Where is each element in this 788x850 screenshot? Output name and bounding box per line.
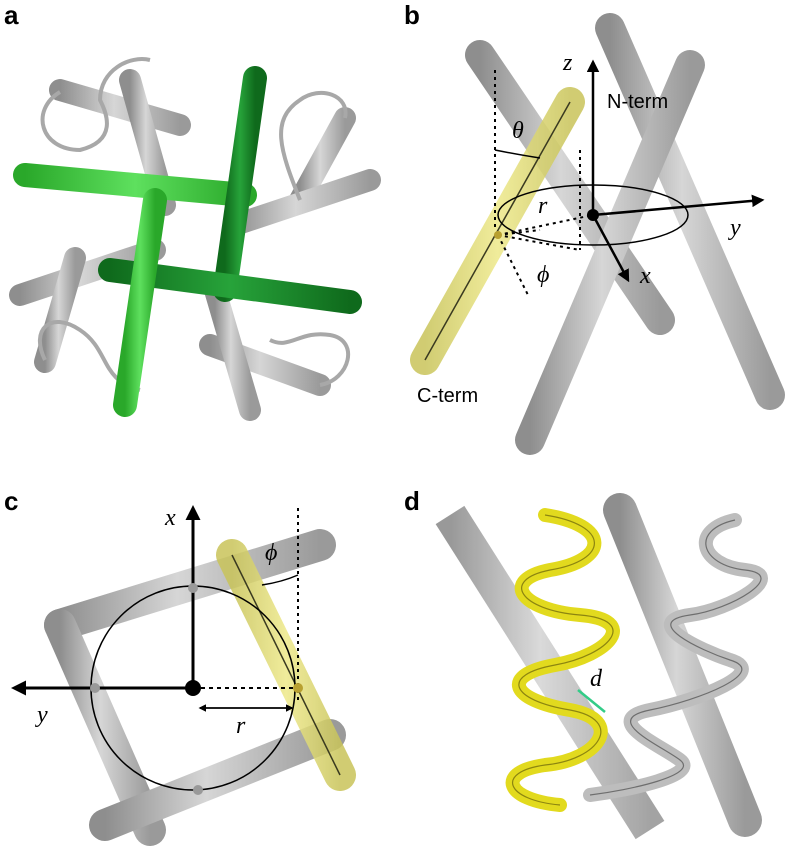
label-r: r bbox=[538, 193, 548, 219]
gray-helix bbox=[515, 50, 705, 455]
helix-point bbox=[293, 683, 303, 693]
gray-helix bbox=[289, 107, 356, 211]
green-helices-a bbox=[13, 66, 362, 417]
label-theta: θ bbox=[512, 118, 524, 144]
gray-helix bbox=[9, 239, 166, 306]
origin-point bbox=[587, 209, 599, 221]
gray-helix bbox=[89, 719, 346, 841]
panel-letter-d: d bbox=[404, 486, 420, 516]
label-x: x bbox=[639, 263, 651, 289]
circle-point bbox=[90, 683, 100, 693]
label-r: r bbox=[236, 713, 246, 739]
label-d: d bbox=[590, 666, 603, 692]
circle-point bbox=[193, 785, 203, 795]
gray-helices-a bbox=[9, 69, 381, 421]
label-y: y bbox=[35, 702, 48, 728]
green-helix bbox=[213, 66, 267, 302]
gray-helix bbox=[204, 279, 261, 421]
loops-a bbox=[38, 57, 350, 392]
gray-helix bbox=[595, 13, 785, 410]
label-phi: ϕ bbox=[537, 262, 549, 288]
label-phi: ϕ bbox=[265, 540, 277, 566]
origin-point bbox=[185, 680, 201, 696]
theta-arc bbox=[494, 149, 541, 159]
label-n-term: N-term bbox=[607, 91, 668, 113]
yellow-helix-axis bbox=[424, 101, 571, 361]
panel-letter-b: b bbox=[404, 0, 420, 30]
yellow-ribbon-edge bbox=[512, 514, 614, 806]
helix-point bbox=[494, 231, 502, 239]
green-helix bbox=[13, 163, 257, 207]
loop bbox=[38, 319, 141, 392]
gray-helix bbox=[34, 247, 86, 373]
label-x: x bbox=[164, 505, 176, 531]
phi-arc bbox=[261, 574, 299, 586]
green-helix bbox=[113, 188, 167, 417]
loop bbox=[40, 57, 151, 153]
label-c-term: C-term bbox=[417, 385, 478, 407]
y-axis bbox=[592, 194, 765, 217]
panel-a: a bbox=[4, 0, 381, 421]
loop bbox=[279, 90, 348, 201]
label-y: y bbox=[728, 215, 741, 241]
gray-helix bbox=[603, 493, 762, 837]
circle-point bbox=[188, 583, 198, 593]
panel-letter-c: c bbox=[4, 486, 18, 516]
yellow-helix-axis bbox=[231, 554, 341, 776]
panel-d: d d bbox=[404, 486, 768, 840]
panel-b: b z y x θ r ϕ N-term C-term bbox=[404, 0, 785, 455]
gray-helix bbox=[465, 40, 675, 335]
gray-ribbon-edge bbox=[589, 519, 762, 796]
gray-helix bbox=[49, 79, 191, 136]
loop bbox=[269, 332, 350, 387]
label-z: z bbox=[562, 50, 573, 76]
panel-letter-a: a bbox=[4, 0, 19, 30]
gray-helix bbox=[224, 169, 381, 236]
x-axis bbox=[591, 214, 630, 283]
distance-line bbox=[577, 689, 606, 713]
panel-c: c x y r ϕ bbox=[4, 486, 356, 846]
